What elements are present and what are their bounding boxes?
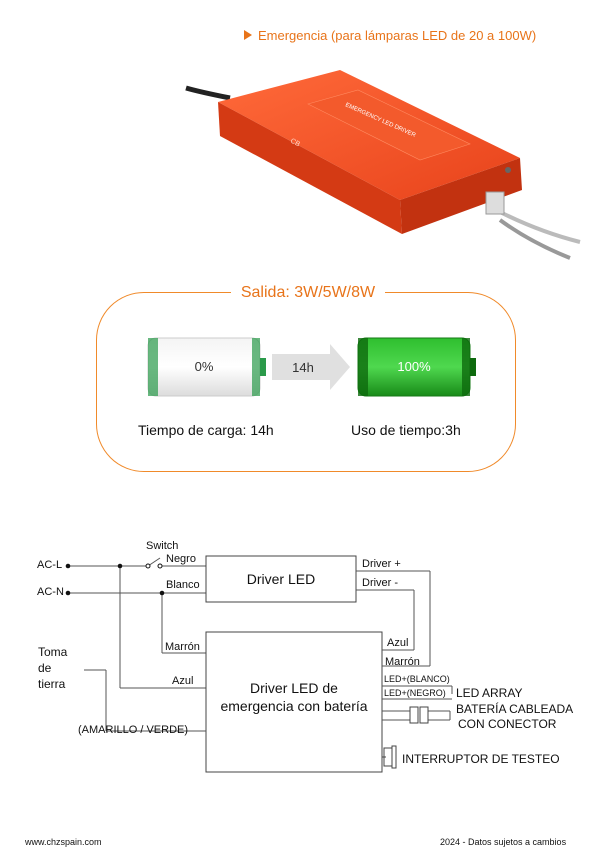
arrow-label: 14h: [292, 360, 314, 375]
driver-plus-label: Driver +: [362, 558, 401, 570]
toma-label-1: Toma: [38, 645, 68, 659]
azul-right-label: Azul: [387, 637, 409, 649]
battery-full-label: 100%: [397, 359, 431, 374]
footer-note: 2024 - Datos sujetos a cambios: [440, 837, 567, 847]
battery-empty-icon: [147, 337, 266, 397]
driver-led-box-label: Driver LED: [246, 571, 316, 587]
junction-dot: [65, 590, 71, 596]
arrow-right-icon: [272, 344, 350, 390]
marron-right-label: Marrón: [385, 656, 420, 668]
negro-label: Negro: [166, 553, 196, 565]
ac-n-label: AC-N: [37, 586, 64, 598]
led-negro-label: LED+(NEGRO): [384, 688, 446, 698]
battery-full-icon: [357, 337, 476, 397]
switch-contact: [157, 563, 163, 569]
emergency-box-label-2: emergencia con batería: [220, 698, 368, 714]
footer-website: www.chzspain.com: [25, 837, 102, 847]
switch-contact: [145, 563, 151, 569]
output-panel-title-text: Salida: 3W/5W/8W: [230, 284, 386, 301]
switch-label: Switch: [146, 540, 179, 552]
play-triangle-icon: [244, 30, 252, 40]
charge-time-caption: Tiempo de carga: 14h: [138, 422, 274, 438]
junction-dot: [117, 563, 123, 569]
marron-left-label: Marrón: [165, 641, 200, 653]
headline-text: Emergencia (para lámparas LED de 20 a 10…: [258, 28, 537, 43]
junction-dot: [159, 590, 165, 596]
junction-dot: [65, 563, 71, 569]
amarillo-label: (AMARILLO / VERDE): [78, 724, 189, 736]
output-panel-title: Salida: 3W/5W/8W: [0, 284, 616, 302]
battery-empty-label: 0%: [194, 359, 214, 374]
led-blanco-label: LED+(BLANCO): [384, 674, 450, 684]
blanco-label: Blanco: [166, 579, 200, 591]
emergency-box-label-1: Driver LED de: [250, 680, 338, 696]
toma-label-3: tierra: [38, 677, 66, 691]
product-image: EMERGENCY LED DRIVER CB: [185, 70, 581, 260]
driver-minus-label: Driver -: [362, 577, 399, 589]
toma-label-2: de: [38, 661, 52, 675]
azul-left-label: Azul: [172, 675, 194, 687]
interruptor-label: INTERRUPTOR DE TESTEO: [402, 752, 560, 766]
headline: Emergencia (para lámparas LED de 20 a 10…: [244, 28, 536, 43]
led-array-label: LED ARRAY: [456, 686, 523, 700]
usage-time-caption: Uso de tiempo:3h: [351, 422, 461, 438]
bateria-label-1: BATERÍA CABLEADA: [456, 702, 574, 716]
battery-connector-icon: [409, 706, 419, 724]
test-switch-icon: [382, 745, 397, 769]
ac-l-label: AC-L: [37, 559, 63, 571]
product-mark: CB: [289, 138, 301, 149]
bateria-label-2: CON CONECTOR: [458, 717, 557, 731]
battery-connector-icon: [419, 706, 429, 724]
